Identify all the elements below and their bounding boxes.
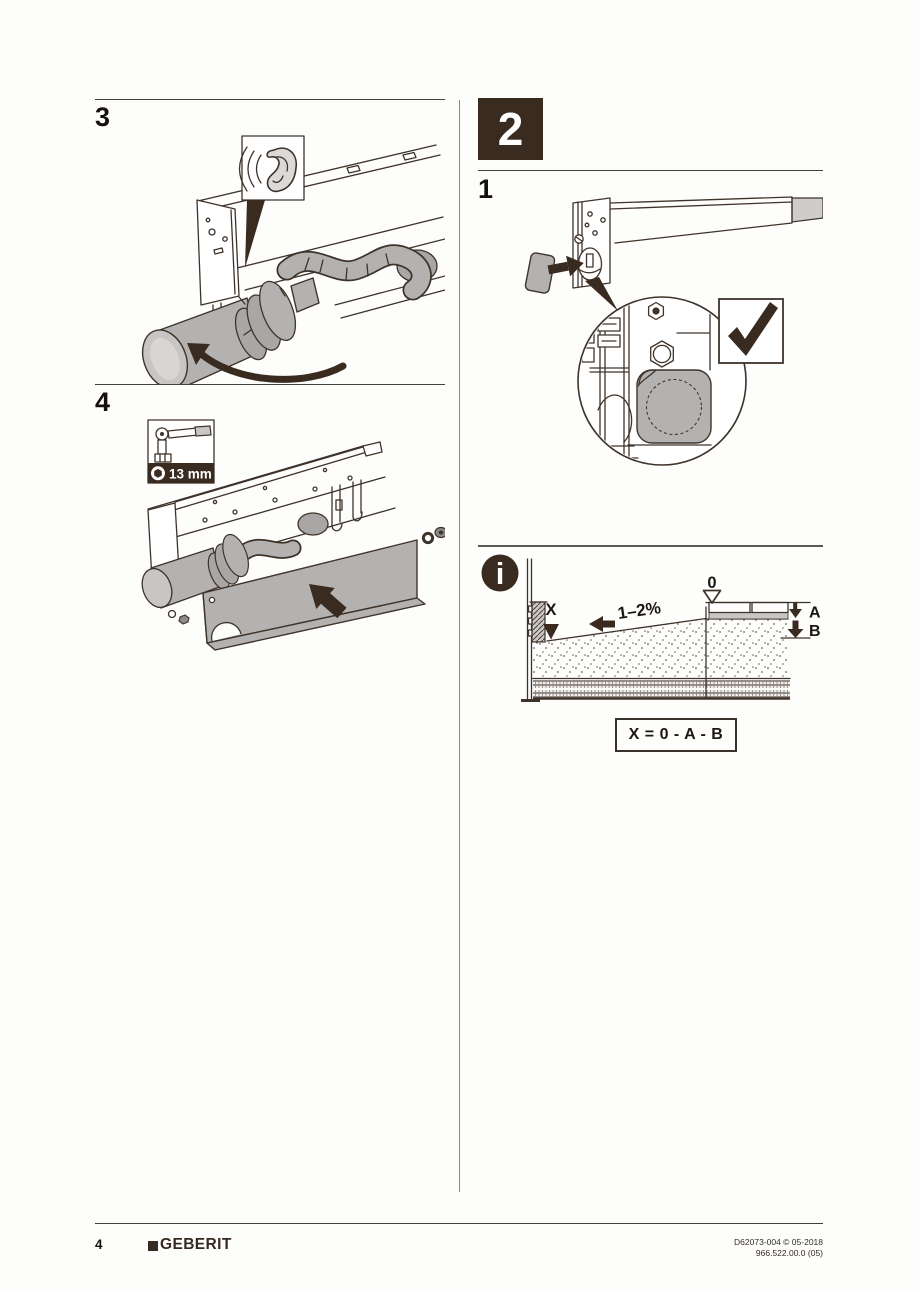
dim-a-arrow — [789, 609, 802, 618]
ref-zero-label: 0 — [707, 574, 716, 592]
drain-pipe — [141, 533, 302, 625]
ref-zero-marker — [702, 589, 722, 604]
floor-structure — [521, 558, 811, 702]
step1-label: 1 — [478, 174, 494, 204]
column-divider — [459, 100, 460, 1192]
info-icon: i — [481, 554, 519, 592]
page-number: 4 — [95, 1237, 103, 1252]
step1-illustration — [524, 196, 823, 466]
callout-pointer — [245, 200, 265, 268]
insert-arrow-icon — [547, 255, 584, 277]
formula-text: X = 0 - A - B — [628, 726, 724, 743]
frame-bar — [196, 144, 445, 323]
formula-box: X = 0 - A - B — [615, 718, 737, 752]
slope-arrow-icon — [589, 616, 603, 632]
document-reference: D62073-004 © 05-2018 966.522.00.0 (05) — [623, 1237, 823, 1259]
brand-logo: GEBERIT — [148, 1236, 232, 1254]
cover-cap — [524, 252, 556, 294]
dim-a-label: A — [809, 605, 821, 622]
chapter2-label: 2 — [497, 103, 524, 155]
slope-label: 1–2% — [616, 598, 662, 623]
rotate-arrow-icon — [187, 343, 347, 383]
magnifier-detail — [581, 299, 712, 463]
step4-label: 4 — [95, 387, 111, 417]
cover-panel — [202, 539, 426, 651]
magnifier-pointer — [585, 277, 618, 311]
insert-arrow-icon — [309, 584, 347, 619]
socket-wrench-icon: 13 mm — [147, 419, 215, 484]
chapter2-box: 2 — [478, 98, 543, 160]
floor-section-diagram: i 0 X — [478, 545, 823, 702]
wrench-size-label: 13 mm — [169, 467, 212, 482]
rule-above-step3 — [95, 99, 445, 100]
frame-rail — [572, 196, 823, 289]
step3-label: 3 — [95, 102, 111, 132]
svg-text:i: i — [496, 556, 505, 591]
footer-rule — [95, 1223, 823, 1224]
brand-logo-square — [148, 1241, 158, 1251]
checkmark-icon — [718, 298, 784, 364]
dim-b-label: B — [809, 623, 821, 640]
fastener-screws — [421, 526, 445, 545]
dim-x-label: X — [545, 601, 556, 619]
rule-above-step4 — [95, 384, 445, 385]
ear-icon — [238, 135, 305, 201]
drain-hose — [276, 244, 438, 301]
dim-x-marker — [543, 624, 559, 640]
dim-b-arrow — [787, 629, 804, 638]
step4-illustration: 13 mm — [141, 419, 445, 651]
drain-pipe — [141, 277, 320, 385]
doc-ref-line2: 966.522.00.0 (05) — [755, 1248, 823, 1258]
rule-below-chapter2 — [478, 170, 823, 171]
dimension-annotations: 0 X 1–2% A B — [543, 574, 821, 640]
step3-illustration — [141, 135, 445, 385]
doc-ref-line1: D62073-004 © 05-2018 — [734, 1237, 823, 1247]
brand-logo-text: GEBERIT — [160, 1236, 232, 1253]
